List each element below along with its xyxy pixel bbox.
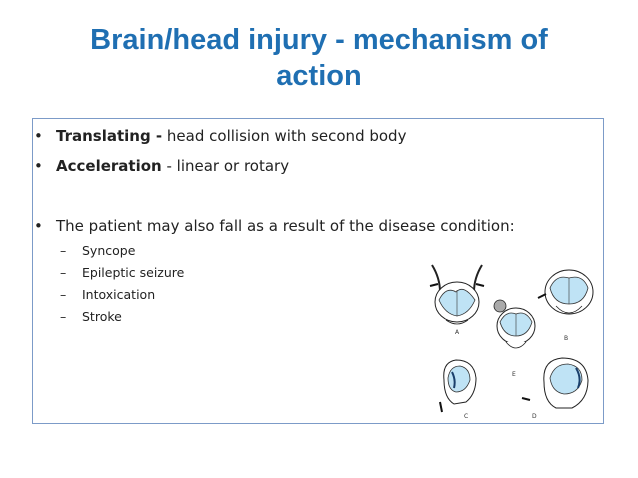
sub-dash: – <box>60 265 67 280</box>
figure-label-e: E <box>512 371 516 378</box>
sub-item-text: Stroke <box>82 309 122 324</box>
figure-c-head-side: C <box>439 359 477 420</box>
sub-dash: – <box>60 243 67 258</box>
sub-item-text: Epileptic seizure <box>82 265 185 280</box>
sub-item-text: Syncope <box>82 243 136 258</box>
figure-label-c: C <box>464 413 468 420</box>
bullet-acceleration: • Acceleration - linear or rotary <box>34 156 289 176</box>
bullet-dot: • <box>34 127 43 145</box>
bullet-disease-condition: • The patient may also fall as a result o… <box>34 216 515 236</box>
bullet-text: The patient may also fall as a result of… <box>56 217 515 235</box>
sub-item-intoxication: –Intoxication <box>60 286 155 303</box>
bullet-term: Translating - <box>56 127 163 145</box>
bullet-text: head collision with second body <box>162 127 407 145</box>
sub-item-text: Intoxication <box>82 287 156 302</box>
figure-label-d: D <box>532 413 537 420</box>
sub-dash: – <box>60 309 67 324</box>
bullet-dot: • <box>34 157 43 175</box>
bullet-term: Acceleration <box>56 157 162 175</box>
figure-e-skull-front: E <box>493 299 536 378</box>
sub-dash: – <box>60 287 67 302</box>
bullet-text: - linear or rotary <box>161 157 290 175</box>
figure-a-skull-front: A <box>429 264 485 336</box>
sub-item-stroke: –Stroke <box>60 308 122 325</box>
bullet-translating: • Translating - head collision with secon… <box>34 126 406 146</box>
sub-item-syncope: –Syncope <box>60 242 135 259</box>
bullet-dot: • <box>34 217 43 235</box>
figure-label-b: B <box>564 335 568 342</box>
figure-d-head-side: D <box>521 357 589 420</box>
title-line-2: action <box>276 60 362 92</box>
head-injury-illustration: A B E C D <box>429 264 594 420</box>
sub-item-epileptic-seizure: –Epileptic seizure <box>60 264 184 281</box>
content-box <box>32 118 604 424</box>
figure-b-skull-front: B <box>537 269 594 342</box>
slide-title: Brain/head injury - mechanism of action <box>30 22 608 94</box>
figure-label-a: A <box>455 329 460 336</box>
title-line-1: Brain/head injury - mechanism of <box>90 24 548 56</box>
